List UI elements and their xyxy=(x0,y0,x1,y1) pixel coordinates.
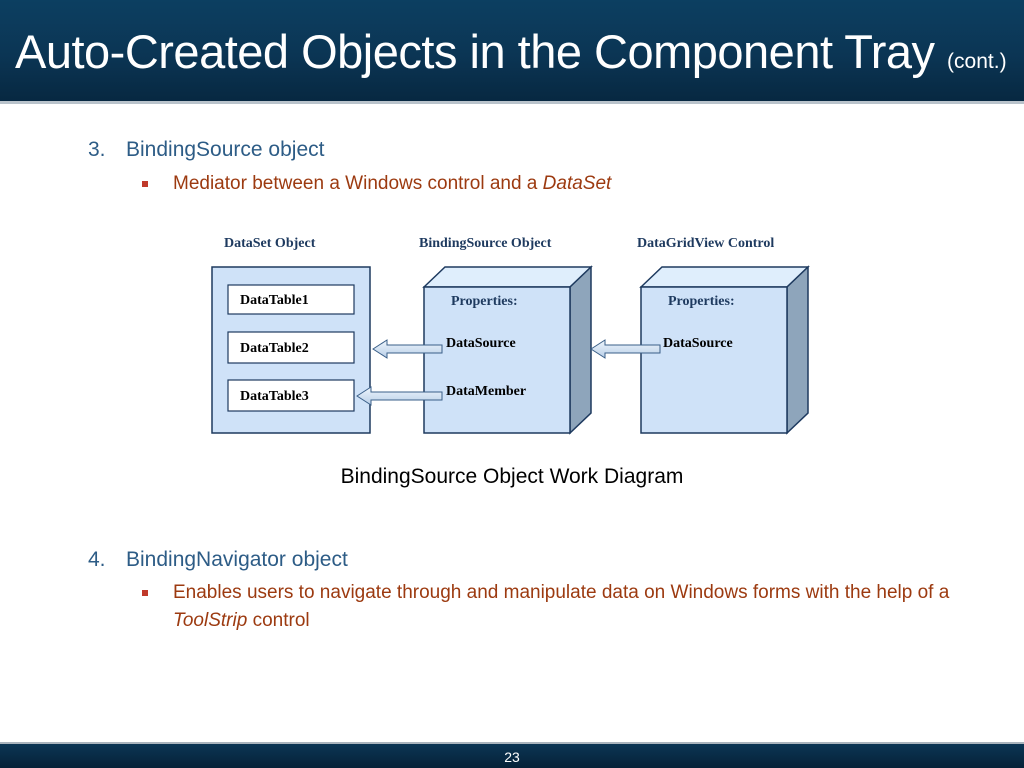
datatable3-label: DataTable3 xyxy=(240,389,309,404)
arrow-left-icon xyxy=(356,386,443,406)
list-subitem-enables: Enables users to navigate through and ma… xyxy=(173,579,983,635)
datatable1-label: DataTable1 xyxy=(240,293,309,308)
slide-title-text: Auto-Created Objects in the Component Tr… xyxy=(15,25,935,78)
sub-text-italic: DataSet xyxy=(542,173,612,194)
bullet-icon xyxy=(142,590,148,596)
bindingsource-props-label: Properties: xyxy=(451,294,518,309)
datatable2-box xyxy=(227,331,355,364)
slide-title: Auto-Created Objects in the Component Tr… xyxy=(15,24,1007,79)
datatable3-box xyxy=(227,379,355,412)
arrow-left-icon xyxy=(372,339,443,359)
arrow-left-icon xyxy=(590,339,661,359)
datatable2-label: DataTable2 xyxy=(240,341,309,356)
dataset-header: DataSet Object xyxy=(224,236,316,251)
sub-text-italic: ToolStrip xyxy=(173,610,248,631)
title-bar: Auto-Created Objects in the Component Tr… xyxy=(0,0,1024,104)
diagram-caption: BindingSource Object Work Diagram xyxy=(340,465,684,488)
bindingsource-box-top xyxy=(422,266,593,288)
list-item-number: 3. xyxy=(88,138,106,161)
datagridview-box-side xyxy=(786,265,809,435)
diagram-svg: DataSet Object BindingSource Object Data… xyxy=(211,236,810,435)
datagridview-box-top xyxy=(639,266,810,288)
bindingsource-header: BindingSource Object xyxy=(419,236,552,251)
bullet-icon xyxy=(142,181,148,187)
sub-text-after: control xyxy=(247,610,310,631)
list-item-number: 4. xyxy=(88,548,106,571)
datatable1-box xyxy=(227,284,355,315)
bindingsource-prop-datamember: DataMember xyxy=(446,384,526,399)
bindingsource-box-front xyxy=(423,286,571,434)
footer-bar: 23 xyxy=(0,742,1024,768)
slide-title-suffix: (cont.) xyxy=(947,50,1007,73)
datagridview-header: DataGridView Control xyxy=(637,236,774,251)
page-number: 23 xyxy=(504,749,520,765)
sub-text-before: Enables users to navigate through and ma… xyxy=(173,582,950,603)
bindingsource-prop-datasource: DataSource xyxy=(446,336,516,351)
sub-text-before: Mediator between a Windows control and a xyxy=(173,173,543,194)
datagridview-prop-datasource: DataSource xyxy=(663,336,733,351)
list-subitem-mediator: Mediator between a Windows control and a… xyxy=(173,170,993,198)
datagridview-box-front xyxy=(640,286,788,434)
datagridview-props-label: Properties: xyxy=(668,294,735,309)
list-item-bindingsource: BindingSource object xyxy=(126,138,325,161)
bindingsource-box-side xyxy=(569,265,592,435)
bindingsource-diagram: DataSet Object BindingSource Object Data… xyxy=(200,228,820,448)
list-item-bindingnavigator: BindingNavigator object xyxy=(126,548,348,571)
